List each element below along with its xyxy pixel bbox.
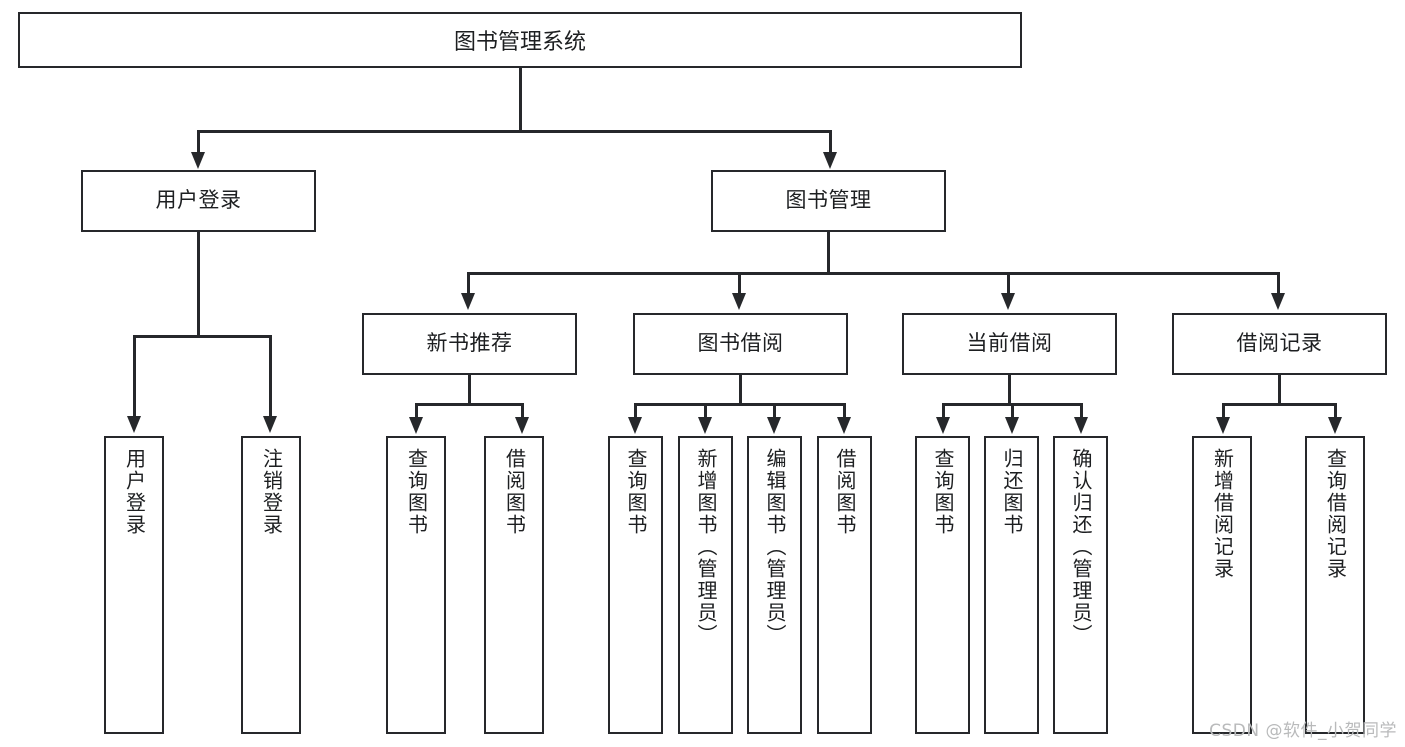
edge-user-login-leaf1 bbox=[133, 335, 136, 418]
node-label: 归还图书 bbox=[1000, 448, 1024, 536]
edge-root-stem bbox=[519, 68, 522, 131]
edge-book-borrow-leaf3 bbox=[773, 403, 776, 419]
leaf-new-book-borrow[interactable]: 借阅图书 bbox=[484, 436, 544, 734]
edge-current-borrow-leaf2 bbox=[1011, 403, 1014, 419]
leaf-current-borrow-query[interactable]: 查询图书 bbox=[915, 436, 970, 734]
edge-new-book-leaf2 bbox=[521, 403, 524, 419]
edge-new-book-bar bbox=[415, 403, 524, 406]
edge-user-login-bar bbox=[133, 335, 272, 338]
edge-book-borrow-leaf4 bbox=[843, 403, 846, 419]
edge-current-borrow-leaf3 bbox=[1080, 403, 1083, 419]
edge-user-login-leaf2 bbox=[269, 335, 272, 418]
edge-book-borrow-bar bbox=[634, 403, 845, 406]
arrow-book-borrow-leaf4 bbox=[837, 417, 851, 434]
node-label: 借阅记录 bbox=[1236, 331, 1323, 356]
arrow-root-to-user-login bbox=[191, 152, 205, 169]
edge-current-borrow-leaf1 bbox=[942, 403, 945, 419]
leaf-borrow-record-add[interactable]: 新增借阅记录 bbox=[1192, 436, 1252, 734]
node-label: 查询图书 bbox=[931, 448, 955, 536]
arrow-user-login-leaf1 bbox=[127, 416, 141, 433]
arrow-book-borrow-leaf2 bbox=[698, 417, 712, 434]
node-new-book-recommend[interactable]: 新书推荐 bbox=[362, 313, 577, 375]
node-label: 注销登录 bbox=[259, 448, 284, 536]
arrow-book-borrow-leaf1 bbox=[628, 417, 642, 434]
node-label: 图书管理系统 bbox=[453, 30, 586, 55]
node-current-borrow[interactable]: 当前借阅 bbox=[902, 313, 1117, 375]
edge-book-borrow-stem bbox=[739, 375, 742, 405]
edge-root-bar bbox=[197, 130, 831, 133]
edge-borrow-record-bar bbox=[1222, 403, 1336, 406]
leaf-book-borrow-edit[interactable]: 编辑图书（管理员） bbox=[747, 436, 802, 734]
leaf-borrow-record-query[interactable]: 查询借阅记录 bbox=[1305, 436, 1365, 734]
arrow-new-book-leaf1 bbox=[409, 417, 423, 434]
node-label: 借阅图书 bbox=[502, 448, 527, 536]
arrow-user-login-leaf2 bbox=[263, 416, 277, 433]
edge-borrow-record-stem bbox=[1278, 375, 1281, 405]
leaf-user-login-login[interactable]: 用户登录 bbox=[104, 436, 164, 734]
arrow-borrow-record-leaf2 bbox=[1328, 417, 1342, 434]
arrow-current-borrow-leaf1 bbox=[936, 417, 950, 434]
edge-borrow-record-leaf2 bbox=[1334, 403, 1337, 419]
arrow-current-borrow-leaf3 bbox=[1074, 417, 1088, 434]
edge-book-manage-to-current-borrow bbox=[1007, 272, 1010, 295]
arrow-root-to-book-manage bbox=[823, 152, 837, 169]
leaf-current-borrow-return[interactable]: 归还图书 bbox=[984, 436, 1039, 734]
arrow-book-manage-to-new-book bbox=[461, 293, 475, 310]
node-label: 用户登录 bbox=[155, 188, 242, 213]
leaf-book-borrow-borrow[interactable]: 借阅图书 bbox=[817, 436, 872, 734]
arrow-book-borrow-leaf3 bbox=[767, 417, 781, 434]
edge-user-login-stem bbox=[197, 232, 200, 337]
node-user-login[interactable]: 用户登录 bbox=[81, 170, 316, 232]
edge-book-manage-bar bbox=[467, 272, 1279, 275]
arrow-new-book-leaf2 bbox=[515, 417, 529, 434]
edge-borrow-record-leaf1 bbox=[1222, 403, 1225, 419]
arrow-book-manage-to-current-borrow bbox=[1001, 293, 1015, 310]
leaf-book-borrow-add[interactable]: 新增图书（管理员） bbox=[678, 436, 733, 734]
node-label: 当前借阅 bbox=[966, 331, 1053, 356]
leaf-current-borrow-confirm[interactable]: 确认归还（管理员） bbox=[1053, 436, 1108, 734]
node-label: 查询图书 bbox=[624, 448, 648, 536]
node-label: 图书借阅 bbox=[697, 331, 784, 356]
node-root-system[interactable]: 图书管理系统 bbox=[18, 12, 1022, 68]
leaf-new-book-query[interactable]: 查询图书 bbox=[386, 436, 446, 734]
leaf-user-login-logout[interactable]: 注销登录 bbox=[241, 436, 301, 734]
edge-root-to-user-login bbox=[197, 130, 200, 155]
leaf-book-borrow-query[interactable]: 查询图书 bbox=[608, 436, 663, 734]
edge-book-borrow-leaf2 bbox=[704, 403, 707, 419]
arrow-current-borrow-leaf2 bbox=[1005, 417, 1019, 434]
edge-book-manage-to-book-borrow bbox=[738, 272, 741, 295]
node-label: 新增图书（管理员） bbox=[694, 448, 718, 646]
edge-new-book-leaf1 bbox=[415, 403, 418, 419]
arrow-book-manage-to-book-borrow bbox=[732, 293, 746, 310]
node-label: 编辑图书（管理员） bbox=[763, 448, 787, 646]
edge-new-book-stem bbox=[468, 375, 471, 405]
edge-root-to-book-manage bbox=[829, 130, 832, 155]
node-borrow-record[interactable]: 借阅记录 bbox=[1172, 313, 1387, 375]
node-label: 确认归还（管理员） bbox=[1069, 448, 1093, 646]
node-book-manage[interactable]: 图书管理 bbox=[711, 170, 946, 232]
edge-book-manage-to-borrow-record bbox=[1277, 272, 1280, 295]
edge-book-manage-to-new-book bbox=[467, 272, 470, 295]
node-label: 借阅图书 bbox=[833, 448, 857, 536]
node-label: 新书推荐 bbox=[426, 331, 513, 356]
edge-current-borrow-stem bbox=[1008, 375, 1011, 405]
node-label: 用户登录 bbox=[122, 448, 147, 536]
arrow-borrow-record-leaf1 bbox=[1216, 417, 1230, 434]
node-label: 查询图书 bbox=[404, 448, 429, 536]
edge-book-borrow-leaf1 bbox=[634, 403, 637, 419]
node-label: 查询借阅记录 bbox=[1323, 448, 1348, 580]
node-label: 新增借阅记录 bbox=[1210, 448, 1235, 580]
arrow-book-manage-to-borrow-record bbox=[1271, 293, 1285, 310]
edge-book-manage-stem bbox=[827, 232, 830, 274]
node-label: 图书管理 bbox=[785, 188, 872, 213]
node-book-borrow[interactable]: 图书借阅 bbox=[633, 313, 848, 375]
